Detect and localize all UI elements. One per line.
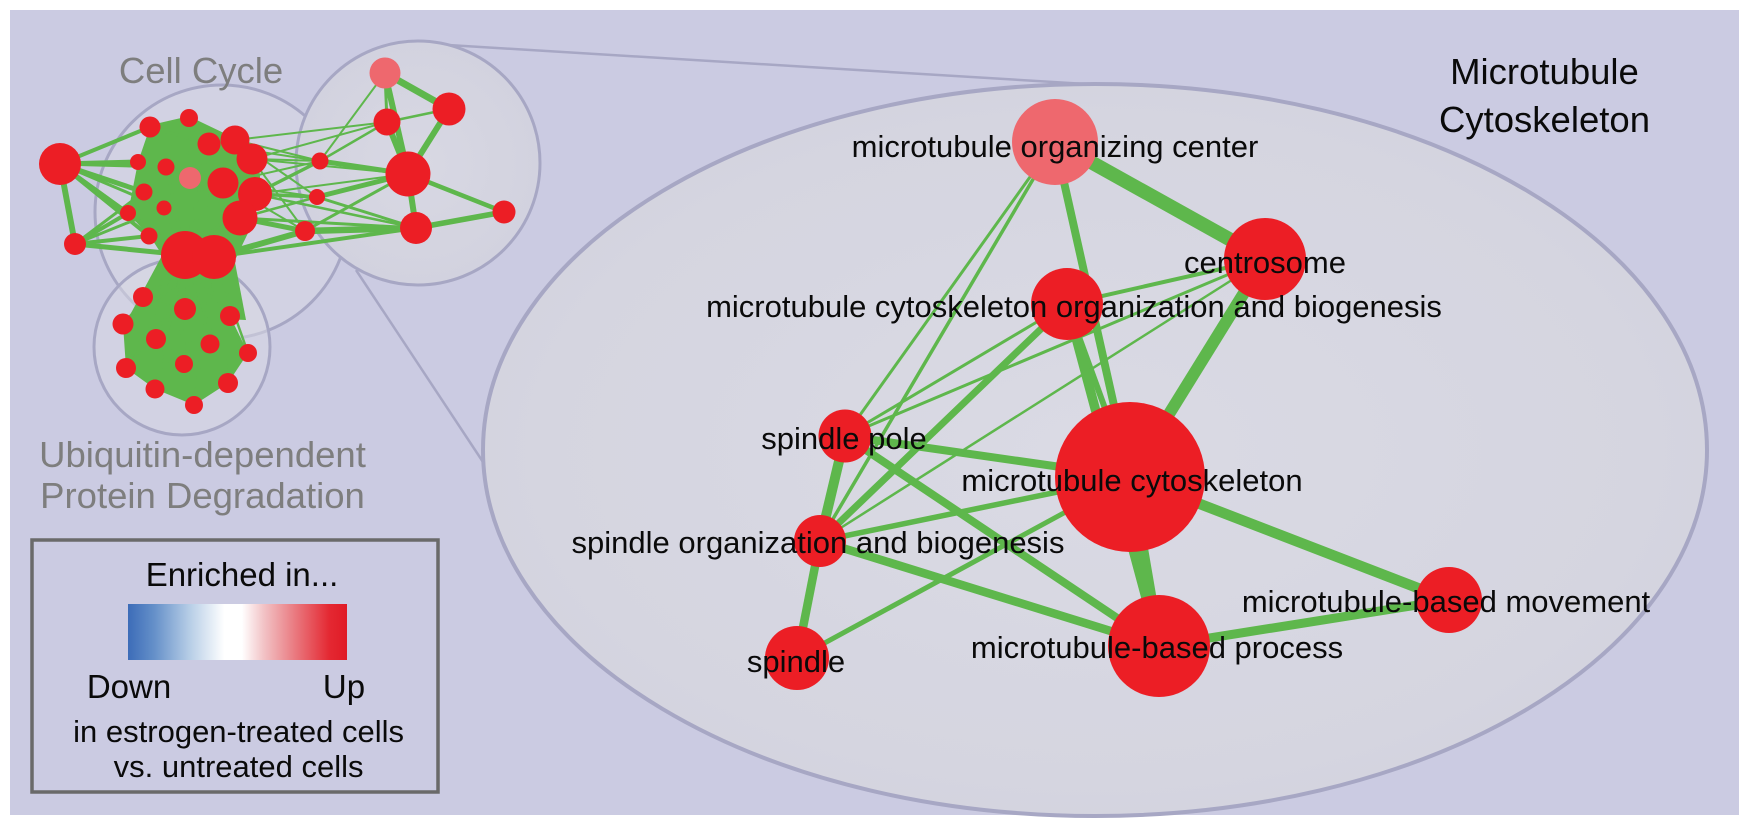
svg-text:Ubiquitin-dependent: Ubiquitin-dependent [39,434,366,475]
svg-text:Microtubule: Microtubule [1450,51,1639,92]
svg-text:microtubule organizing center: microtubule organizing center [852,129,1259,164]
svg-text:vs. untreated cells: vs. untreated cells [114,749,364,784]
svg-text:microtubule cytoskeleton organ: microtubule cytoskeleton organization an… [706,289,1442,324]
svg-text:Enriched in...: Enriched in... [146,556,339,593]
svg-text:centrosome: centrosome [1184,245,1346,280]
svg-text:microtubule cytoskeleton: microtubule cytoskeleton [961,463,1302,498]
svg-text:Cytoskeleton: Cytoskeleton [1439,99,1650,140]
svg-text:in estrogen-treated cells: in estrogen-treated cells [73,714,404,749]
svg-text:microtubule-based process: microtubule-based process [971,630,1343,665]
svg-text:Up: Up [323,668,365,705]
svg-text:Protein Degradation: Protein Degradation [40,475,365,516]
svg-text:spindle pole: spindle pole [761,421,926,456]
svg-text:spindle: spindle [747,644,845,679]
svg-text:Down: Down [87,668,171,705]
svg-text:Cell Cycle: Cell Cycle [119,50,283,91]
svg-text:spindle organization and bioge: spindle organization and biogenesis [572,525,1065,560]
svg-text:microtubule-based movement: microtubule-based movement [1242,584,1651,619]
